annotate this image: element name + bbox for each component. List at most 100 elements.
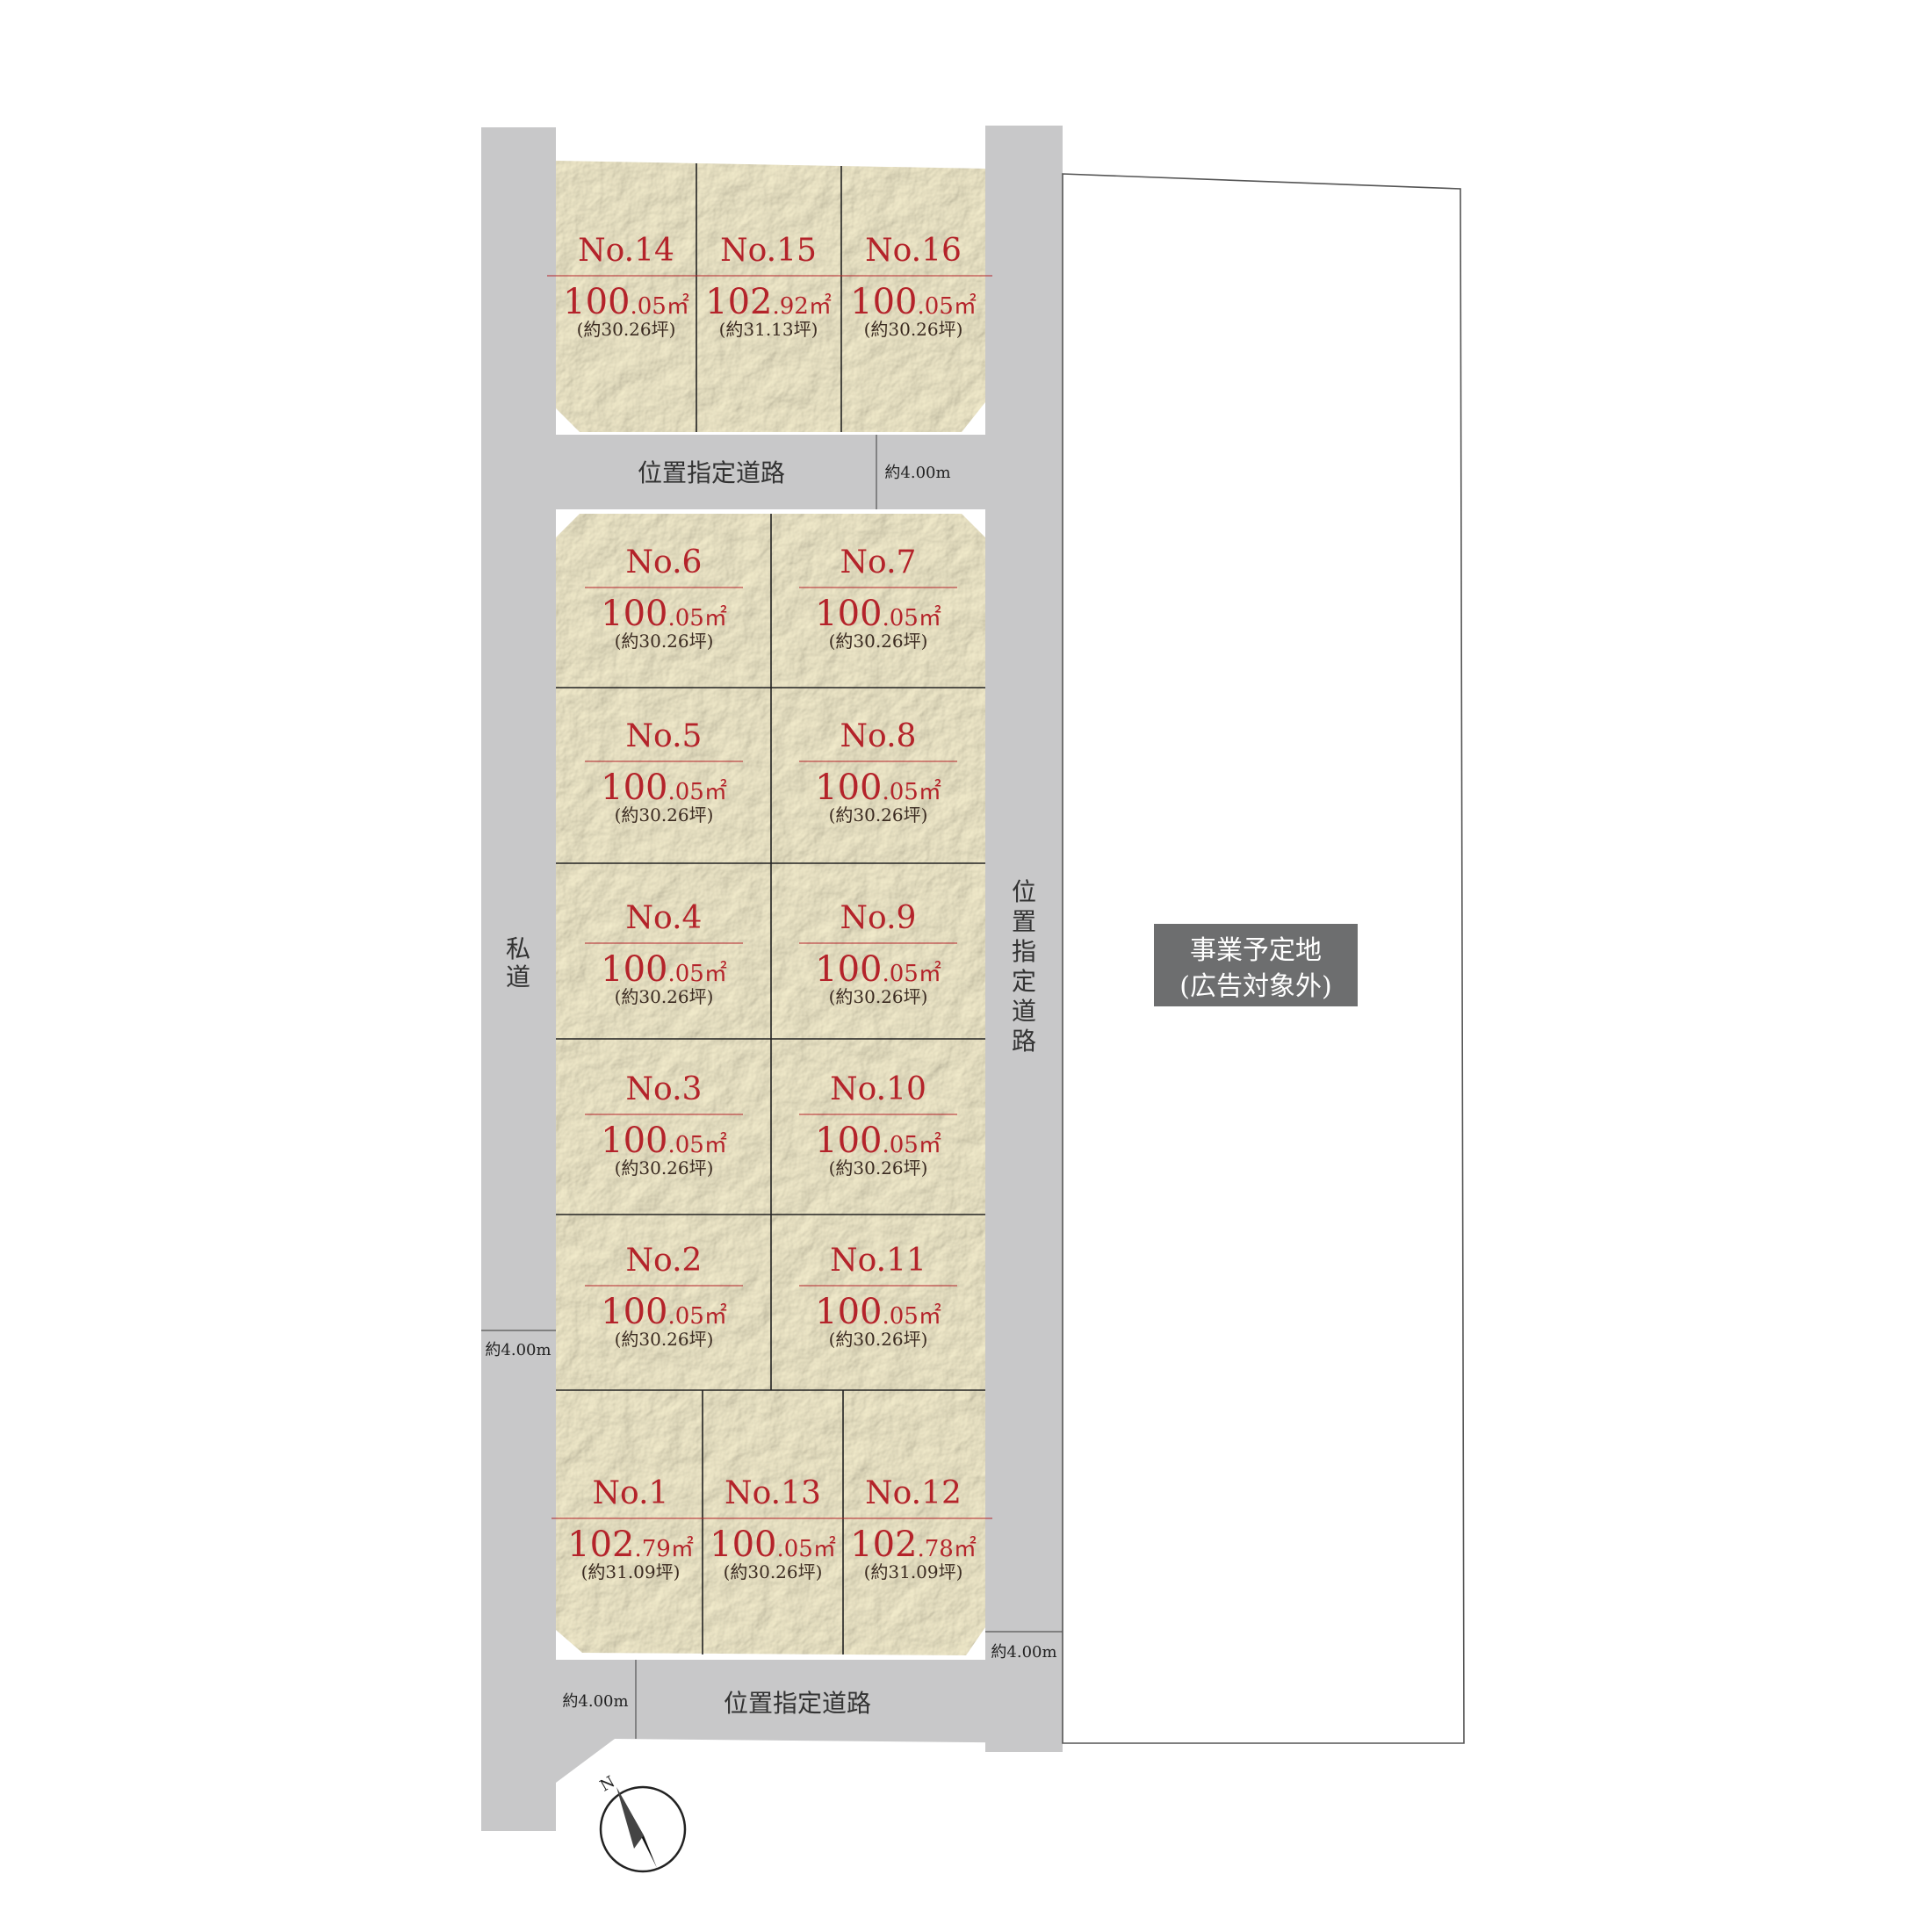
lot-area-int: 100	[815, 949, 882, 990]
lot-area-unit: ㎡	[919, 1303, 941, 1330]
lot-area: 102.78㎡	[850, 1525, 977, 1565]
lot-area-int: 100	[601, 768, 667, 808]
future-site-label-2: (広告対象外)	[1179, 971, 1331, 1002]
lot-dividers	[556, 163, 985, 1654]
lot-area-int: 102	[567, 1525, 634, 1565]
designated-road-lower	[556, 1647, 1063, 1756]
lot-area-unit: ㎡	[954, 1536, 977, 1562]
lot-area: 102.79㎡	[567, 1525, 694, 1565]
lot-area-dec: .05	[917, 293, 953, 320]
lot-area-unit: ㎡	[704, 961, 727, 987]
lot-area-int: 100	[850, 282, 917, 322]
width-upper-road: 約4.00m	[884, 464, 950, 482]
width-right-road: 約4.00m	[991, 1643, 1056, 1662]
lot-label: No.14 100.05㎡(約30.26坪)	[547, 233, 705, 340]
lot-area-unit: ㎡	[704, 1132, 727, 1158]
roads	[481, 126, 1063, 1831]
lot-area: 100.05㎡	[601, 594, 727, 634]
lot-area-int: 100	[815, 594, 882, 634]
right-road-label: 位置指定道路	[1012, 877, 1036, 1056]
lot-tsubo: (約31.09坪)	[581, 1561, 681, 1582]
lot-number: No.14	[578, 233, 674, 269]
lot-tsubo: (約30.26坪)	[615, 804, 714, 825]
designated-road-right	[985, 126, 1063, 1752]
lot-area-int: 102	[850, 1525, 917, 1565]
lot-number: No.3	[626, 1071, 703, 1107]
lot-area-unit: ㎡	[704, 1303, 727, 1330]
lot-tsubo: (約30.26坪)	[577, 319, 676, 340]
lot-area-unit: ㎡	[809, 293, 832, 320]
private-road-label-1: 私	[506, 934, 530, 963]
lot-area-int: 100	[815, 1121, 882, 1161]
lot-area-int: 100	[601, 1292, 667, 1332]
lot-area-dec: .92	[772, 293, 808, 320]
lot-label: No.16 100.05㎡(約30.26坪)	[834, 233, 992, 340]
lot-area-dec: .05	[882, 1132, 918, 1158]
designated-road-upper	[556, 435, 985, 509]
lot-area-unit: ㎡	[813, 1536, 836, 1562]
right-road-label-char: 置	[1012, 907, 1036, 936]
lot-label: No.5 100.05㎡(約30.26坪)	[585, 718, 743, 825]
lot-area: 100.05㎡	[601, 768, 727, 808]
lot-number: No.5	[626, 718, 703, 754]
lot-tsubo: (約31.13坪)	[719, 319, 818, 340]
lot-area: 100.05㎡	[563, 282, 689, 322]
lot-area-int: 102	[705, 282, 772, 322]
lot-area: 100.05㎡	[815, 594, 941, 634]
lot-area-dec: .05	[882, 605, 918, 631]
lot-tsubo: (約30.26坪)	[615, 986, 714, 1007]
lot-area-dec: .78	[917, 1536, 953, 1562]
future-site-label-1: 事業予定地	[1190, 935, 1322, 966]
lot-area-unit: ㎡	[704, 605, 727, 631]
private-road-label-2: 道	[506, 962, 530, 991]
lot-number: No.2	[626, 1243, 703, 1279]
width-marks	[481, 435, 1063, 1739]
lot-tsubo: (約30.26坪)	[615, 631, 714, 652]
lot-area-dec: .05	[667, 961, 703, 987]
lot-area-int: 100	[601, 949, 667, 990]
lot-area-dec: .05	[667, 1303, 703, 1330]
lot-number: No.9	[840, 900, 917, 936]
lot-area-dec: .05	[776, 1536, 812, 1562]
lot-area-int: 100	[710, 1525, 776, 1565]
lot-area-dec: .05	[882, 779, 918, 805]
lot-label: No.6 100.05㎡(約30.26坪)	[585, 544, 743, 652]
lot-tsubo: (約30.26坪)	[829, 1329, 928, 1350]
lot-area-unit: ㎡	[919, 1132, 941, 1158]
lot-area-dec: .05	[667, 779, 703, 805]
right-road-label-char: 定	[1012, 967, 1036, 996]
lot-area-dec: .05	[882, 961, 918, 987]
lot-tsubo: (約30.26坪)	[829, 631, 928, 652]
lot-block-top	[556, 161, 985, 432]
lot-area-unit: ㎡	[954, 293, 977, 320]
lot-tsubo: (約30.26坪)	[724, 1561, 823, 1582]
lot-area-unit: ㎡	[704, 779, 727, 805]
lower-road-label: 位置指定道路	[724, 1689, 871, 1718]
lot-number: No.12	[865, 1475, 962, 1511]
lot-tsubo: (約30.26坪)	[829, 986, 928, 1007]
lot-area: 100.05㎡	[601, 949, 727, 990]
lot-area: 100.05㎡	[815, 768, 941, 808]
right-road-label-char: 道	[1012, 997, 1036, 1026]
lot-area: 100.05㎡	[815, 1292, 941, 1332]
upper-road-label: 位置指定道路	[638, 458, 785, 487]
lot-number: No.16	[865, 233, 962, 269]
lot-tsubo: (約30.26坪)	[864, 319, 963, 340]
lot-block-bottom	[556, 1390, 985, 1655]
lot-area-int: 100	[601, 1121, 667, 1161]
lot-tsubo: (約30.26坪)	[829, 1157, 928, 1179]
lot-area-unit: ㎡	[919, 605, 941, 631]
lot-number: No.8	[840, 718, 917, 754]
road-corner-bottom	[556, 1739, 615, 1783]
lot-number: No.6	[626, 544, 703, 580]
lot-number: No.10	[830, 1071, 926, 1107]
lot-number: No.13	[724, 1475, 821, 1511]
